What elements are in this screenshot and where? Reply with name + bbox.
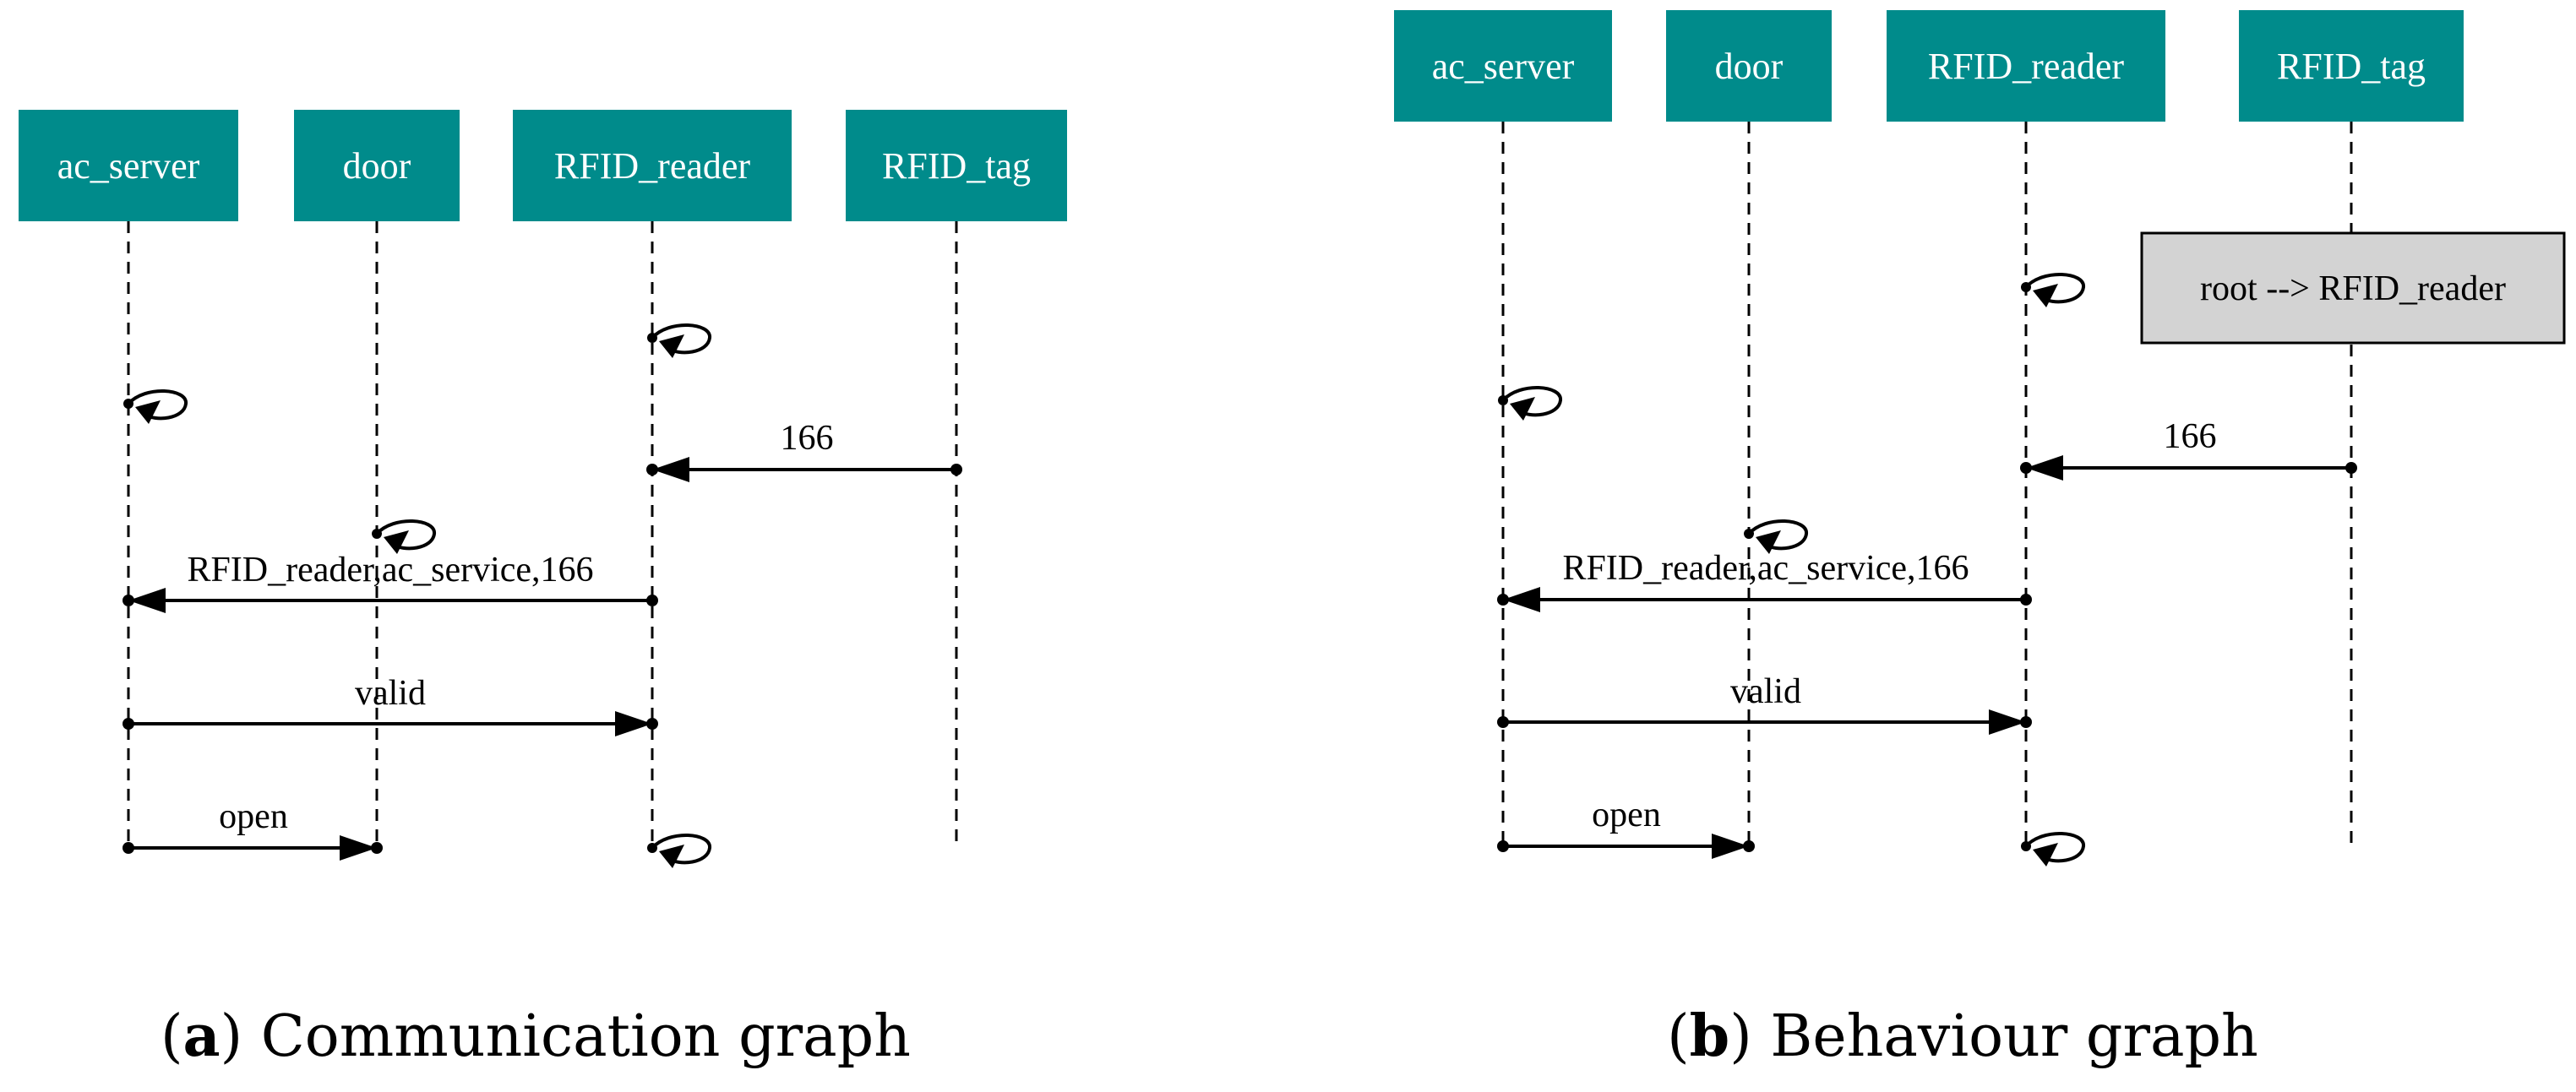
message-label: valid [1730,672,1801,711]
actor-label-ac_server: ac_server [57,145,200,187]
message-start-dot [950,464,962,475]
message-end-dot [123,595,134,606]
message-start-dot [123,842,134,854]
actor-box-ac_server [1394,10,1612,122]
message-arrowhead [1712,834,1749,859]
self-loop-arrowhead [659,334,684,358]
message-label: valid [355,674,426,713]
message-arrowhead [128,588,166,613]
actor-box-RFID_reader [1887,10,2165,122]
self-loop-door [1747,519,1808,552]
note-box [2140,231,2566,345]
message-end-dot [2020,716,2032,728]
actor-box-RFID_reader [513,110,792,221]
panel-caption: (a) Communication graph [161,1002,911,1070]
caption-paren-open: ( [161,1003,183,1070]
actor-label-RFID_tag: RFID_tag [2277,46,2426,87]
self-loop-door [375,519,436,552]
actor-label-RFID_reader: RFID_reader [1928,46,2124,87]
self-loop-arrowhead [1756,530,1781,554]
self-loop-arrowhead [659,845,684,868]
caption-text: ) Communication graph [221,1003,911,1070]
actor-box-door [1666,10,1832,122]
message-label: 166 [781,419,834,458]
self-loop-arrowhead [1510,397,1535,421]
actor-label-RFID_reader: RFID_reader [554,145,750,187]
self-loop-arrowhead [2033,843,2058,867]
self-loop-RFID_reader [2024,273,2085,306]
message-arrowhead [615,711,652,736]
message-start-dot [123,718,134,730]
note-label: root --> RFID_reader [2200,269,2506,308]
message-end-dot [2020,462,2032,474]
actor-box-ac_server [19,110,238,221]
caption-letter: a [183,1002,221,1070]
message-start-dot [2345,462,2357,474]
message-label: 166 [2164,417,2217,456]
message-label: RFID_reader,ac_service,166 [1562,549,1969,588]
caption-text: ) Behaviour graph [1729,1003,2258,1070]
message-arrowhead [652,457,689,482]
caption-paren-open: ( [1667,1003,1690,1070]
actor-label-ac_server: ac_server [1432,46,1575,87]
message-label: RFID_reader,ac_service,166 [187,551,593,589]
message-end-dot [371,842,383,854]
message-end-dot [1497,594,1509,606]
message-end-dot [646,718,658,730]
actor-label-door: door [1715,46,1784,87]
self-loop-ac_server [127,389,188,422]
message-start-dot [2020,594,2032,606]
actor-box-RFID_tag [2239,10,2464,122]
message-arrowhead [2026,455,2063,481]
message-end-dot [1743,840,1755,852]
self-loop-RFID_reader [2024,832,2085,865]
self-loop-arrowhead [135,400,161,424]
message-start-dot [1497,840,1509,852]
message-arrowhead [1503,587,1540,612]
actor-label-door: door [343,145,411,187]
panel-caption: (b) Behaviour graph [1667,1002,2258,1070]
panel-communication-graph: ac_server door RFID_reader RFID_tag 166RFID_… [19,110,1067,1070]
message-start-dot [1497,716,1509,728]
self-loop-arrowhead [2033,284,2058,307]
actor-box-door [294,110,460,221]
message-start-dot [646,595,658,606]
message-end-dot [646,464,658,475]
caption-letter: b [1690,1002,1730,1070]
message-label: open [1592,796,1661,834]
message-arrowhead [340,835,377,861]
self-loop-ac_server [1501,386,1562,419]
message-arrowhead [1989,709,2026,735]
self-loop-RFID_reader [651,834,711,867]
self-loop-RFID_reader [651,323,711,356]
message-label: open [219,797,288,836]
actor-label-RFID_tag: RFID_tag [882,145,1031,187]
self-loop-arrowhead [384,530,409,554]
actor-box-RFID_tag [846,110,1067,221]
